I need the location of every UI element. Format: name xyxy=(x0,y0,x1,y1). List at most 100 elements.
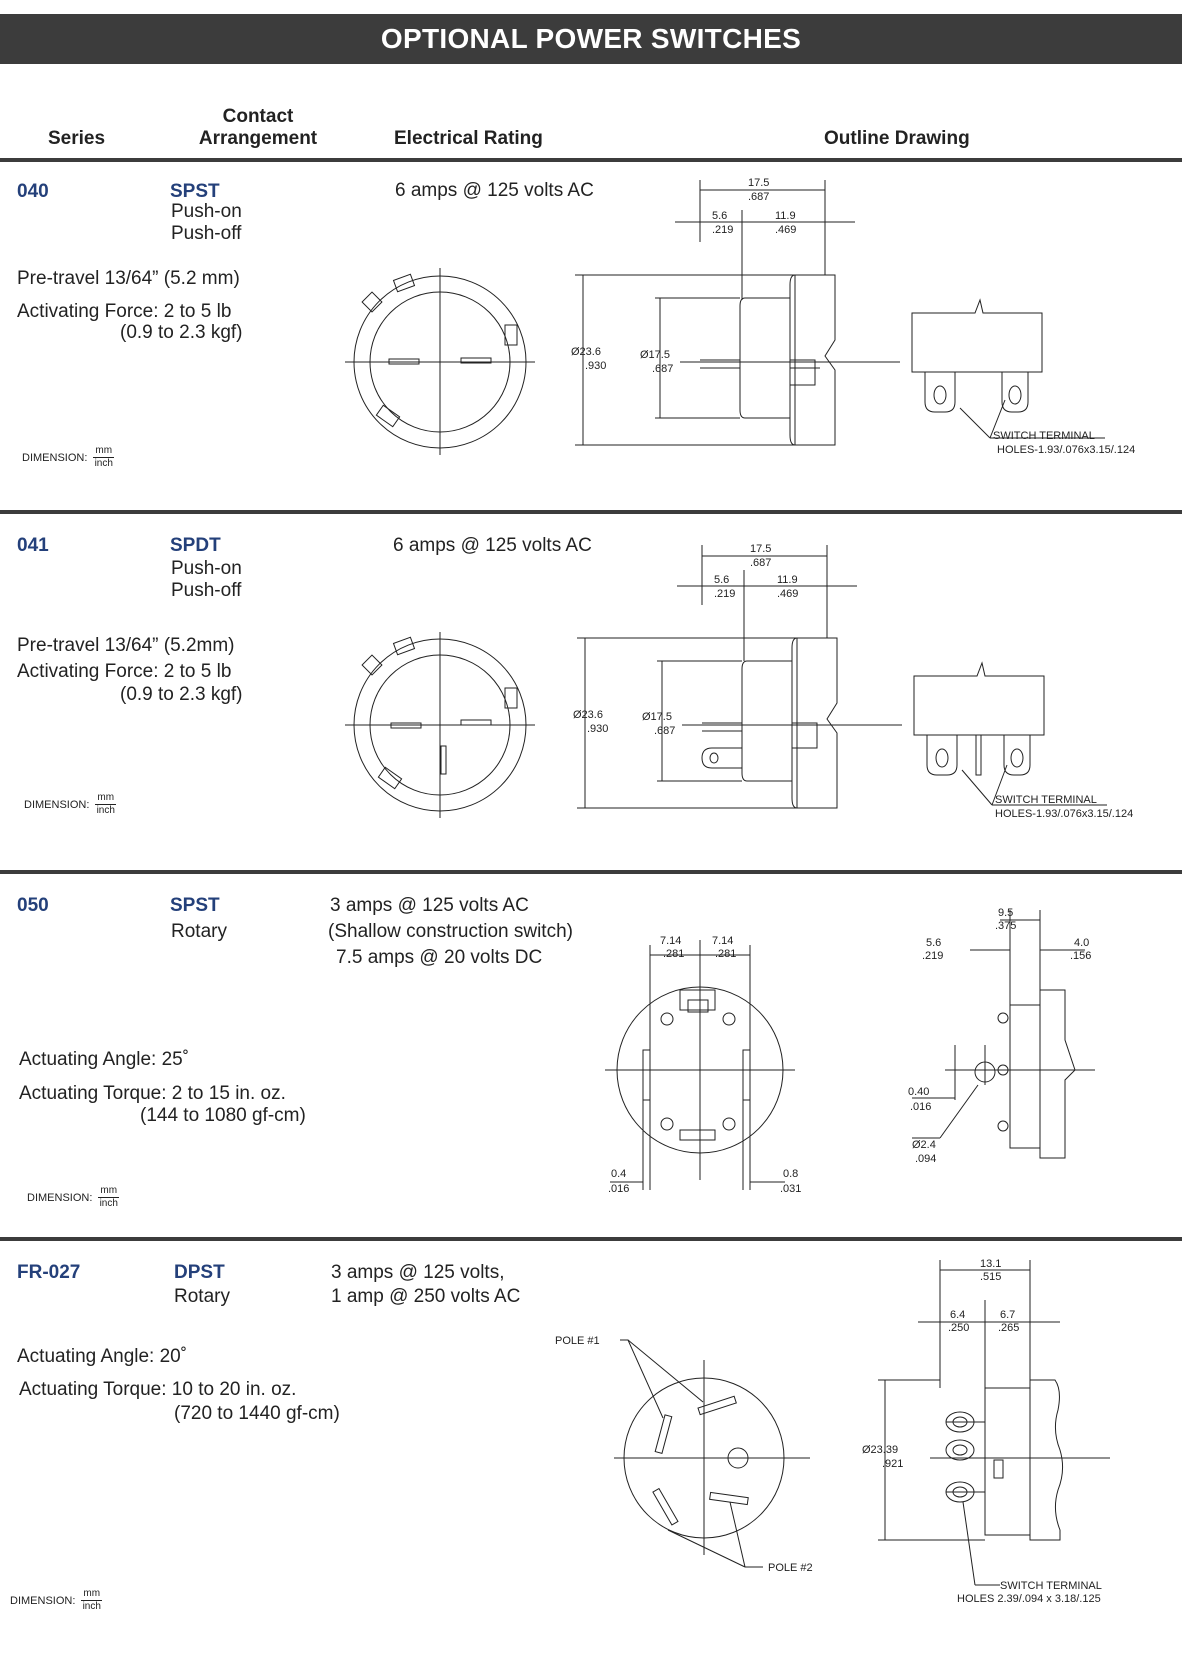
outline-drawing-041: 17.5 .687 5.6 .219 11.9 .469 Ø23.6 .930 … xyxy=(345,543,1133,820)
section-rule xyxy=(0,870,1182,874)
header-electrical-rating: Electrical Rating xyxy=(394,128,543,149)
terminal-label: SWITCH TERMINAL xyxy=(1000,1580,1102,1592)
dim-label: 0.8 xyxy=(783,1168,798,1180)
dim-label: Ø17.5 xyxy=(642,711,672,723)
dimension-inch: inch xyxy=(99,1198,118,1209)
dim-label: .469 xyxy=(775,224,796,236)
dim-label: 5.6 xyxy=(712,210,727,222)
contact-desc-2: Push-off xyxy=(171,223,242,244)
contact-code: SPST xyxy=(170,895,220,916)
dim-label: .921 xyxy=(882,1458,903,1470)
spec-torque: Actuating Torque: 10 to 20 in. oz. xyxy=(19,1379,297,1400)
dim-labels: 7.14 .281 7.14 .281 0.4 .016 0.8 .031 9.… xyxy=(608,907,1091,1195)
terminal-label: SWITCH TERMINAL xyxy=(993,430,1095,442)
dimension-inch: inch xyxy=(94,458,113,469)
dim-label: .265 xyxy=(998,1322,1019,1334)
dim-label: .687 xyxy=(654,725,675,737)
dim-label: Ø23.39 xyxy=(862,1444,898,1456)
dim-label: 5.6 xyxy=(926,937,941,949)
pole-2-label: POLE #2 xyxy=(768,1562,813,1574)
dim-label: .219 xyxy=(712,224,733,236)
dim-label: .687 xyxy=(748,191,769,203)
dim-label: .281 xyxy=(663,948,684,960)
electrical-rating: 6 amps @ 125 volts AC xyxy=(395,180,594,201)
dim-label: 9.5 xyxy=(998,907,1013,919)
spec-torque-metric: (144 to 1080 gf-cm) xyxy=(140,1105,306,1126)
contact-desc-1: Rotary xyxy=(171,921,227,942)
series-code: 050 xyxy=(17,895,49,916)
contact-desc-1: Rotary xyxy=(174,1286,230,1307)
dimension-label: DIMENSION: xyxy=(24,798,90,811)
front-view xyxy=(614,1339,810,1568)
dim-label: .687 xyxy=(750,557,771,569)
dim-label: 11.9 xyxy=(777,574,798,586)
terminal-view xyxy=(913,661,1107,806)
dim-label: 4.0 xyxy=(1074,937,1089,949)
header-outline-drawing: Outline Drawing xyxy=(824,128,970,149)
electrical-rating-2: (Shallow construction switch) xyxy=(328,921,573,942)
contact-desc-2: Push-off xyxy=(171,580,242,601)
dim-label: .281 xyxy=(715,948,736,960)
dimension-inch: inch xyxy=(96,805,115,816)
dimension-label: DIMENSION: xyxy=(22,451,88,464)
series-code: FR-027 xyxy=(17,1262,81,1283)
front-view xyxy=(345,632,535,818)
spec-force: Activating Force: 2 to 5 lb xyxy=(17,301,232,322)
dimension-mm: mm xyxy=(98,1185,120,1198)
pole-1-label: POLE #1 xyxy=(555,1335,600,1347)
dim-label: .094 xyxy=(915,1153,936,1165)
contact-code: SPST xyxy=(170,181,220,202)
side-view xyxy=(878,1260,1110,1586)
dim-label: .156 xyxy=(1070,950,1091,962)
dim-label: .219 xyxy=(714,588,735,600)
contact-desc-1: Push-on xyxy=(171,558,242,579)
contact-desc-1: Push-on xyxy=(171,201,242,222)
dim-label: 11.9 xyxy=(775,210,796,222)
dim-label: .687 xyxy=(652,363,673,375)
electrical-rating: 3 amps @ 125 volts, xyxy=(331,1262,505,1283)
electrical-rating-2: 1 amp @ 250 volts AC xyxy=(331,1286,521,1307)
terminal-view xyxy=(911,298,1105,439)
dim-labels: POLE #1 POLE #2 13.1 .515 6.4 .250 6.7 .… xyxy=(555,1258,1102,1605)
spec-force-metric: (0.9 to 2.3 kgf) xyxy=(120,684,243,705)
spec-angle: Actuating Angle: 25˚ xyxy=(19,1049,190,1070)
dim-label: 5.6 xyxy=(714,574,729,586)
terminal-holes-label: HOLES 2.39/.094 x 3.18/.125 xyxy=(957,1593,1101,1605)
outline-drawing-050: 7.14 .281 7.14 .281 0.4 .016 0.8 .031 9.… xyxy=(605,907,1095,1195)
series-code: 040 xyxy=(17,181,49,202)
dimension-mm: mm xyxy=(93,445,115,458)
side-view xyxy=(575,180,900,446)
dim-labels: 17.5 .687 5.6 .219 11.9 .469 Ø23.6 .930 … xyxy=(573,543,1133,820)
spec-pretravel: Pre-travel 13/64” (5.2 mm) xyxy=(17,268,240,289)
electrical-rating: 6 amps @ 125 volts AC xyxy=(393,535,592,556)
dim-label: 17.5 xyxy=(750,543,771,555)
dim-label: .219 xyxy=(922,950,943,962)
header-contact-line2: Arrangement xyxy=(198,128,318,149)
section-rule xyxy=(0,1237,1182,1241)
dim-label: 7.14 xyxy=(712,935,733,947)
dim-label: Ø17.5 xyxy=(640,349,670,361)
dimension-inch: inch xyxy=(82,1601,101,1612)
header-series: Series xyxy=(48,128,106,149)
dim-label: .930 xyxy=(585,360,606,372)
electrical-rating-3: 7.5 amps @ 20 volts DC xyxy=(336,947,543,968)
dim-label: 0.4 xyxy=(611,1168,626,1180)
dimension-label: DIMENSION: xyxy=(10,1594,76,1607)
dim-label: .031 xyxy=(780,1183,801,1195)
outline-drawing-fr-027: POLE #1 POLE #2 13.1 .515 6.4 .250 6.7 .… xyxy=(555,1258,1110,1605)
electrical-rating: 3 amps @ 125 volts AC xyxy=(330,895,529,916)
dim-label: .469 xyxy=(777,588,798,600)
spec-torque-metric: (720 to 1440 gf-cm) xyxy=(174,1403,340,1424)
dim-label: 17.5 xyxy=(748,177,769,189)
spec-torque: Actuating Torque: 2 to 15 in. oz. xyxy=(19,1083,286,1104)
outline-drawing-040: 17.5 .687 5.6 .219 11.9 .469 Ø23.6 .930 … xyxy=(345,177,1135,456)
page-title: OPTIONAL POWER SWITCHES xyxy=(0,14,1182,64)
terminal-label: SWITCH TERMINAL xyxy=(995,794,1097,806)
terminal-holes-label: HOLES-1.93/.076x3.15/.124 xyxy=(995,808,1133,820)
dim-label: .016 xyxy=(608,1183,629,1195)
front-view xyxy=(605,940,795,1190)
